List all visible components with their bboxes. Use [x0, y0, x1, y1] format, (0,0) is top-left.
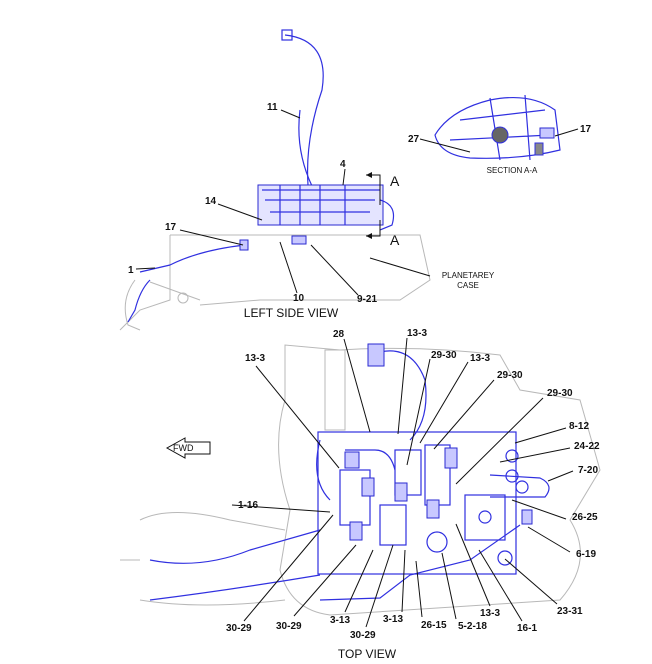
callout: 1-16	[238, 500, 258, 511]
callout: 26-25	[572, 512, 598, 523]
callout: 7-20	[578, 465, 598, 476]
callout: 13-3	[480, 608, 500, 619]
top-view-caption: TOP VIEW	[338, 647, 397, 661]
callout: 3-13	[330, 615, 350, 626]
callout: 5-2-18	[458, 621, 487, 632]
callout: 8-12	[569, 421, 589, 432]
callout-27: 27	[408, 134, 420, 145]
section-aa-drawing	[434, 94, 561, 161]
section-aa-labels: 27 17 SECTION A-A	[408, 124, 592, 175]
callout-10: 10	[293, 293, 305, 304]
fwd-arrow-label: FWD	[173, 443, 194, 453]
callout: 30-29	[350, 630, 376, 641]
callout: 30-29	[226, 623, 252, 634]
callout-17-section: 17	[580, 124, 592, 135]
callout: 24-22	[574, 441, 600, 452]
section-aa-caption: SECTION A-A	[487, 166, 538, 175]
callout: 16-1	[517, 623, 537, 634]
callout-17: 17	[165, 222, 177, 233]
callout: 30-29	[276, 621, 302, 632]
callout: 29-30	[547, 388, 573, 399]
callout-14: 14	[205, 196, 217, 207]
planetary-case-label-line2: CASE	[457, 281, 479, 290]
callout-1: 1	[128, 265, 134, 276]
callout: 26-15	[421, 620, 447, 631]
callout: 28	[333, 329, 345, 340]
planetary-case-label-line1: PLANETAREY	[442, 271, 495, 280]
left-side-view-labels: 11 4 14 17 1 10 9-21 A A PLANETAREY CASE…	[128, 102, 495, 320]
top-view-labels: 28 13-3 13-3 29-30 13-3 29-30 29-30 8-12…	[173, 328, 600, 661]
callout-11: 11	[267, 102, 278, 113]
section-marker-a-top: A	[390, 173, 400, 189]
callout: 23-31	[557, 606, 583, 617]
leader-lines	[135, 109, 579, 628]
callout: 29-30	[431, 350, 457, 361]
callout-4: 4	[340, 159, 346, 170]
left-side-view-caption: LEFT SIDE VIEW	[244, 306, 339, 320]
left-side-view-drawing	[119, 29, 431, 331]
callout: 13-3	[407, 328, 427, 339]
callout: 13-3	[245, 353, 265, 364]
callout-9-21: 9-21	[357, 294, 377, 305]
callout: 6-19	[576, 549, 596, 560]
top-view-drawing	[120, 343, 601, 616]
callout: 29-30	[497, 370, 523, 381]
callout: 3-13	[383, 614, 403, 625]
callout: 13-3	[470, 353, 490, 364]
section-marker-a-bottom: A	[390, 232, 400, 248]
